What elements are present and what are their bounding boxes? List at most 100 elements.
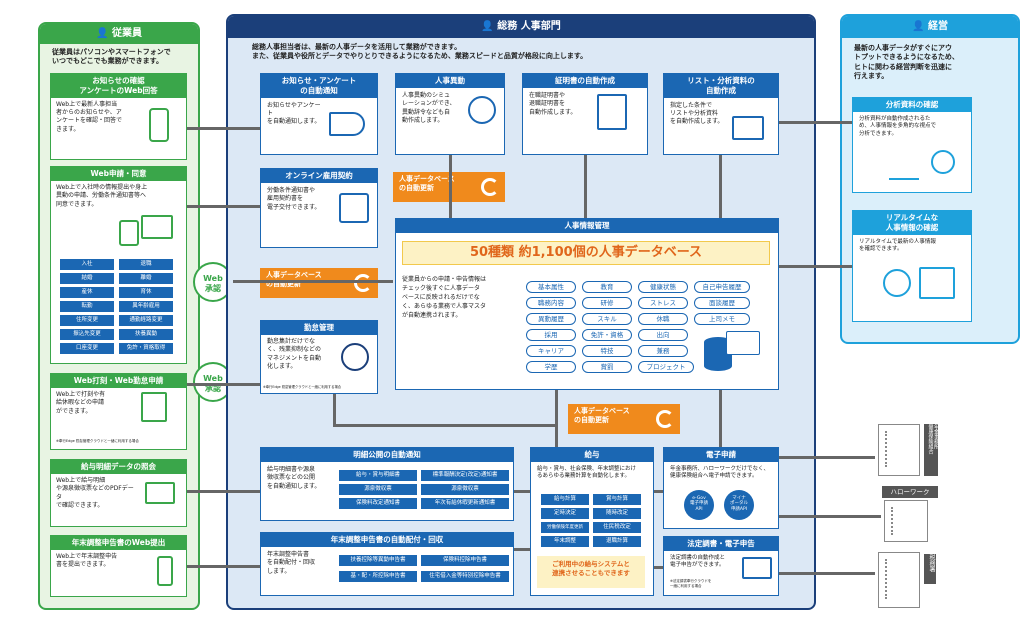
bar-chart-icon: [889, 158, 919, 180]
item-mendan: 面談履歴: [694, 297, 750, 309]
item-menkyo: 免許・資格: [582, 329, 632, 341]
notice-auto-desc: お知らせやアンケート を自動通知します。: [267, 101, 321, 126]
certificate-desc: 在職証明書や 退職証明書を 自動作成します。: [529, 91, 577, 116]
chip-menkyo: 免許・資格取得: [119, 343, 173, 354]
certificate-title: 証明書の自動作成: [523, 74, 647, 88]
item-gakureki: 学歴: [526, 361, 576, 373]
magnifier-icon: [931, 150, 955, 174]
people-cycle-icon: [468, 96, 496, 124]
chip-jusho: 住所変更: [60, 315, 114, 326]
chip-teiji: 定時決定: [541, 508, 589, 519]
yearend-distribute-box: 年末調整申告書の自動配付・回収 年末調整申告書 を自動配付・回収 します。 扶養…: [260, 532, 514, 596]
hellowork-label: ハローワーク: [882, 486, 938, 498]
analysis-check-box: 分析資料の確認 分析資料が自動作成されるた め、人事情報を多角的な視点で 分析で…: [852, 97, 972, 193]
item-ido: 異動履歴: [526, 313, 576, 325]
online-contract-title: オンライン雇用契約: [261, 169, 377, 183]
megaphone-icon: [329, 112, 365, 136]
legal-report-desc: 法定調書の自動作成と 電子申告ができます。: [670, 554, 726, 569]
list-analysis-box: リスト・分析資料の 自動作成 指定した条件で リストや分析資料 を自動作成します…: [663, 73, 779, 155]
hr-master-title: 人事情報管理: [396, 219, 778, 233]
item-kyoiku: 教育: [582, 281, 632, 293]
chip-fuyo-kojo: 扶養控除等異動申告書: [339, 555, 417, 566]
hr-intro: 総務人事担当者は、最新の人事データを活用して業務ができます。 また、従業員や役所…: [252, 43, 588, 61]
legal-report-box: 法定調書・電子申告 法定調書の自動作成と 電子申告ができます。 ※法定調書奉行ク…: [663, 536, 779, 596]
monitor-icon: [145, 482, 175, 504]
chip-tenkin: 転勤: [60, 301, 114, 312]
payslip-notice-box: 明細公開の自動通知 給与明細書や源泉 徴収票などの公開 を自動通知します。 給与…: [260, 447, 514, 521]
arrow-attendance-payroll: [333, 394, 336, 424]
monitor-icon: [742, 557, 772, 579]
chip-kyuyo-keisan: 給与計算: [541, 494, 589, 505]
payslip-view-box: 給与明細データの照会 Web上で給与明細 や源泉徴収票などのPDFデータ で確認…: [50, 459, 187, 527]
transfer-box: 人事異動 人事異動のシミュ レーションができ、 異動辞令なども自 動作成します。: [395, 73, 505, 155]
web-clock-desc: Web上で打刻や有 給休暇などの申請 ができます。: [56, 390, 106, 415]
realtime-check-desc: リアルタイムで最新の人事情報 を確認できます。: [859, 238, 936, 253]
arrow-payslip-employees: [187, 490, 260, 493]
myna-badge: マイナ ポータル 申請API: [724, 490, 754, 520]
chip-tsukin: 通勤経路変更: [119, 315, 173, 326]
employees-intro: 従業員はパソコンやスマートフォンで いつでもどこでも業務ができます。: [52, 48, 171, 66]
yearend-distribute-title: 年末調整申告書の自動配付・回収: [261, 533, 513, 547]
hr-header: 👤 総務 人事部門: [228, 16, 814, 38]
arrow-yearend-employees: [187, 565, 260, 568]
chip-sankyu: 産休: [60, 287, 114, 298]
egov-box: 電子申請 年金事務所、ハローワークだけでなく、 健康保険組合へ電子申請できます。…: [663, 447, 779, 529]
arrow-web-attendance: [187, 383, 260, 386]
attendance-desc: 勤怠集計だけでな く、残業抑制などの マネジメントを自動 化します。: [267, 337, 322, 370]
item-skill: スキル: [582, 313, 632, 325]
chip-ikukyu: 育休: [119, 287, 173, 298]
building-icon: [885, 559, 911, 599]
arrow-web-db: [233, 280, 393, 283]
notice-answer-box: お知らせの確認 アンケートのWeb回答 Web上で最新人事担当 者からのお知らせ…: [50, 73, 187, 160]
clock-icon: [341, 343, 369, 371]
chip-gensen-2: 源泉徴収票: [421, 484, 509, 495]
refresh-icon: [354, 274, 372, 292]
item-project: プロジェクト: [638, 361, 694, 373]
item-shokumu: 職務内容: [526, 297, 576, 309]
chip-hoken-kojo: 保険料控除申告書: [421, 555, 509, 566]
legal-report-note: ※法定調書奉行クラウドを 一緒に利用する場合: [670, 579, 712, 588]
web-clock-title: Web打刻・Web勤怠申請: [51, 374, 186, 388]
chip-fuyo: 扶養異動: [119, 329, 173, 340]
employees-header: 👤 従業員: [40, 24, 198, 44]
chip-furikomi: 振込先変更: [60, 329, 114, 340]
chip-rodo-hoken: 労働保険年度更新: [541, 522, 589, 533]
payroll-box: 給与 給与・賞与、社会保険、年末調整におけ るあらゆる業務計算を自動化します。 …: [530, 447, 654, 596]
management-intro: 最新の人事データがすぐにアウ トプットできるようになるため、 ヒトに関わる経営判…: [854, 44, 959, 81]
payslip-notice-desc: 給与明細書や源泉 徴収票などの公開 を自動通知します。: [267, 465, 321, 490]
refresh-icon: [656, 410, 674, 428]
item-joshi: 上司メモ: [694, 313, 750, 325]
hr-master-banner: 50種類 約1,100個の人事データベース: [402, 241, 770, 265]
payroll-note: ご利用中の給与システムと 連携させることもできます: [537, 556, 645, 588]
arrow-db-egov: [719, 390, 722, 447]
handshake-icon: [339, 193, 369, 223]
web-clock-note: ※奉行Edge 勤怠管理クラウドと一緒に利用する場合: [56, 439, 139, 443]
magnifier-icon: [883, 269, 911, 297]
certificate-box: 証明書の自動作成 在職証明書や 退職証明書を 自動作成します。: [522, 73, 648, 155]
arrow-db-cert: [584, 155, 587, 218]
management-header: 👤 経営: [842, 16, 1018, 38]
web-application-box: Web申請・同意 Web上で入社時の情報提出や身上 異動の申請、労働条件通知書等…: [50, 166, 187, 364]
hr-master-desc: 従業員からの申請・申告情報は チェック後すぐに人事データ ベースに反映されるだけ…: [402, 276, 487, 319]
online-contract-box: オンライン雇用契約 労働条件通知書や 雇用契約書を 電子交付できます。: [260, 168, 378, 248]
chip-gensen-1: 源泉徴収票: [339, 484, 417, 495]
tablet-icon: [119, 220, 139, 246]
item-saiyo: 採用: [526, 329, 576, 341]
transfer-title: 人事異動: [396, 74, 504, 88]
arrow-payroll-egov: [654, 490, 663, 493]
profile-card-icon: [726, 331, 760, 355]
payroll-desc: 給与・賞与、社会保険、年末調整におけ るあらゆる業務計算を自動化します。: [537, 465, 637, 480]
tax-office-label: 税務署: [924, 554, 936, 584]
chip-inenrei: 異年齢雇用: [119, 301, 173, 312]
payslip-view-desc: Web上で給与明細 や源泉徴収票などのPDFデータ で確認できます。: [56, 476, 134, 509]
payslip-notice-title: 明細公開の自動通知: [261, 448, 513, 462]
analysis-check-title: 分析資料の確認: [853, 98, 971, 112]
db-auto-update-2: 人事データベース の自動更新: [260, 268, 378, 298]
hellowork-building: [884, 500, 928, 542]
arrow-db-list: [719, 155, 722, 218]
yearend-submit-box: 年末調整申告書のWeb提出 Web上で年末調整申告 書を提出できます。: [50, 535, 187, 597]
arrow-db-payroll: [555, 390, 558, 447]
egov-desc: 年金事務所、ハローワークだけでなく、 健康保険組合へ電子申請できます。: [670, 465, 770, 480]
item-kenshu: 研修: [582, 297, 632, 309]
arrow-payroll-yearend: [514, 548, 530, 551]
